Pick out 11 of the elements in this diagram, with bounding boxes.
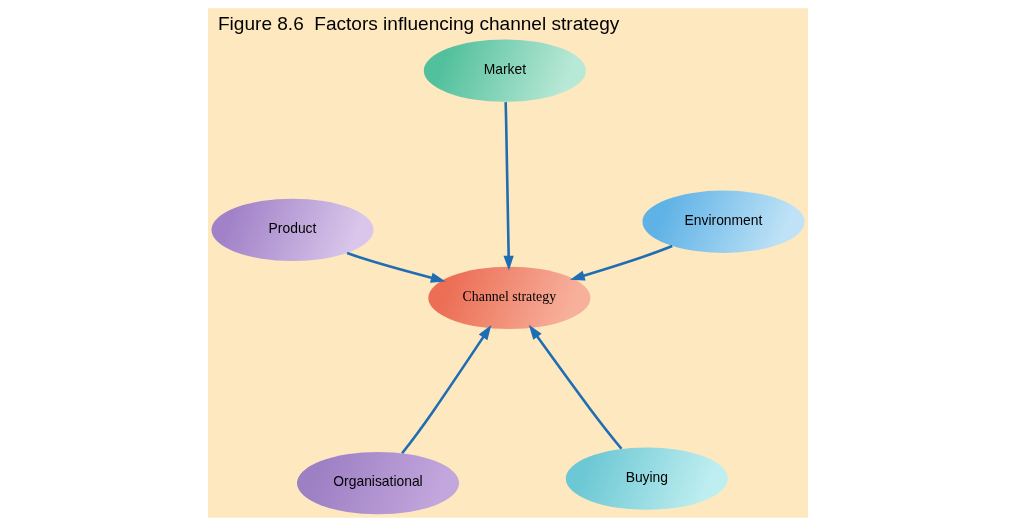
node-ellipse: Market	[423, 39, 586, 102]
arrow	[528, 324, 623, 450]
node-ellipse: Organisational	[296, 451, 460, 515]
arrow	[401, 325, 492, 455]
arrow	[503, 102, 514, 271]
node-ellipse: Buying	[565, 447, 728, 510]
diagram-title: Figure 8.6 Factors influencing channel strategy	[217, 13, 620, 35]
node-ellipse: Environment	[642, 190, 805, 253]
arrow	[346, 251, 446, 283]
node-ellipse: Product	[211, 198, 374, 262]
arrow	[570, 244, 673, 281]
